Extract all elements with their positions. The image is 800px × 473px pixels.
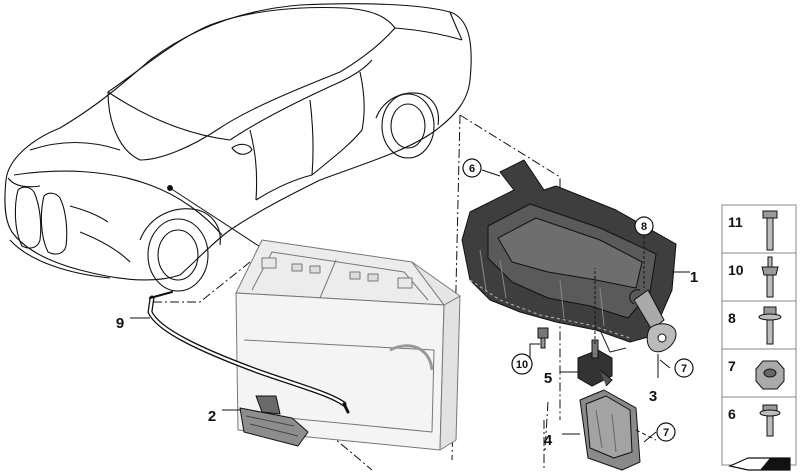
battery-tray-illustration	[461, 159, 677, 353]
callout-4: 4	[544, 432, 553, 449]
callout-label: 5	[544, 370, 552, 387]
leader-7a	[659, 359, 671, 369]
callout-label: 3	[649, 388, 657, 405]
callout-label: 4	[544, 432, 553, 449]
callout-10: 10	[511, 353, 533, 375]
callout-8: 8	[634, 216, 654, 236]
callout-label: 6	[469, 163, 475, 175]
long-bolt-icon	[762, 210, 778, 251]
hardware-parts-panel: 11 10 8 7 6	[721, 204, 797, 471]
tray-bolt-illustration	[537, 327, 549, 349]
panel-row-11: 11	[728, 210, 778, 251]
callout-3: 3	[649, 388, 657, 405]
callout-labels: 1 2 3 4 5 6 7 7 8 9 10	[116, 158, 698, 449]
car-battery-leader-line	[169, 187, 269, 253]
callout-label: 9	[116, 315, 124, 332]
leader-7b	[643, 431, 657, 443]
callout-label: 1	[690, 269, 698, 286]
group-boundary-lines	[150, 114, 561, 471]
callout-7a: 7	[674, 358, 694, 378]
callout-label: 7	[681, 363, 687, 375]
callout-circle	[674, 358, 694, 378]
callout-9: 9	[116, 315, 124, 332]
stud-bolt-icon	[761, 256, 779, 298]
callout-7b: 7	[656, 422, 676, 442]
ground-link-illustration	[629, 289, 677, 353]
callout-circle	[656, 422, 676, 442]
callout-label: 2	[208, 408, 216, 425]
car-outline-illustration	[4, 3, 472, 292]
leader-10	[529, 343, 540, 362]
panel-row-label: 10	[728, 262, 744, 278]
panel-row-label: 11	[728, 214, 743, 230]
leader-6	[481, 169, 501, 177]
hold-down-clamp-illustration	[239, 395, 309, 447]
hex-nut-icon	[755, 360, 785, 390]
callout-5: 5	[544, 370, 552, 387]
callout-label: 7	[663, 427, 669, 439]
callout-6: 6	[462, 158, 482, 178]
panel-row-8: 8	[722, 300, 796, 345]
callout-2: 2	[208, 408, 216, 425]
callout-circle	[462, 158, 482, 178]
short-bolt-icon	[759, 404, 781, 437]
rubber-mount-illustration	[577, 339, 613, 387]
flange-bolt-icon	[758, 306, 782, 345]
callout-circle	[634, 216, 654, 236]
panel-row-label: 6	[728, 406, 736, 422]
callout-1: 1	[690, 269, 698, 286]
battery-cable-illustration	[147, 290, 350, 414]
panel-row-7: 7	[722, 348, 796, 390]
bracket-illustration	[579, 389, 657, 471]
callout-label: 8	[641, 221, 647, 233]
panel-row-label: 8	[728, 310, 736, 326]
panel-row-6: 6	[722, 396, 796, 437]
panel-row-label: 7	[728, 358, 736, 374]
battery-illustration	[235, 239, 461, 451]
panel-row-10: 10	[722, 252, 796, 298]
navigation-arrow-icon	[728, 457, 791, 471]
callout-label: 10	[516, 359, 528, 371]
callout-circle	[511, 353, 533, 375]
